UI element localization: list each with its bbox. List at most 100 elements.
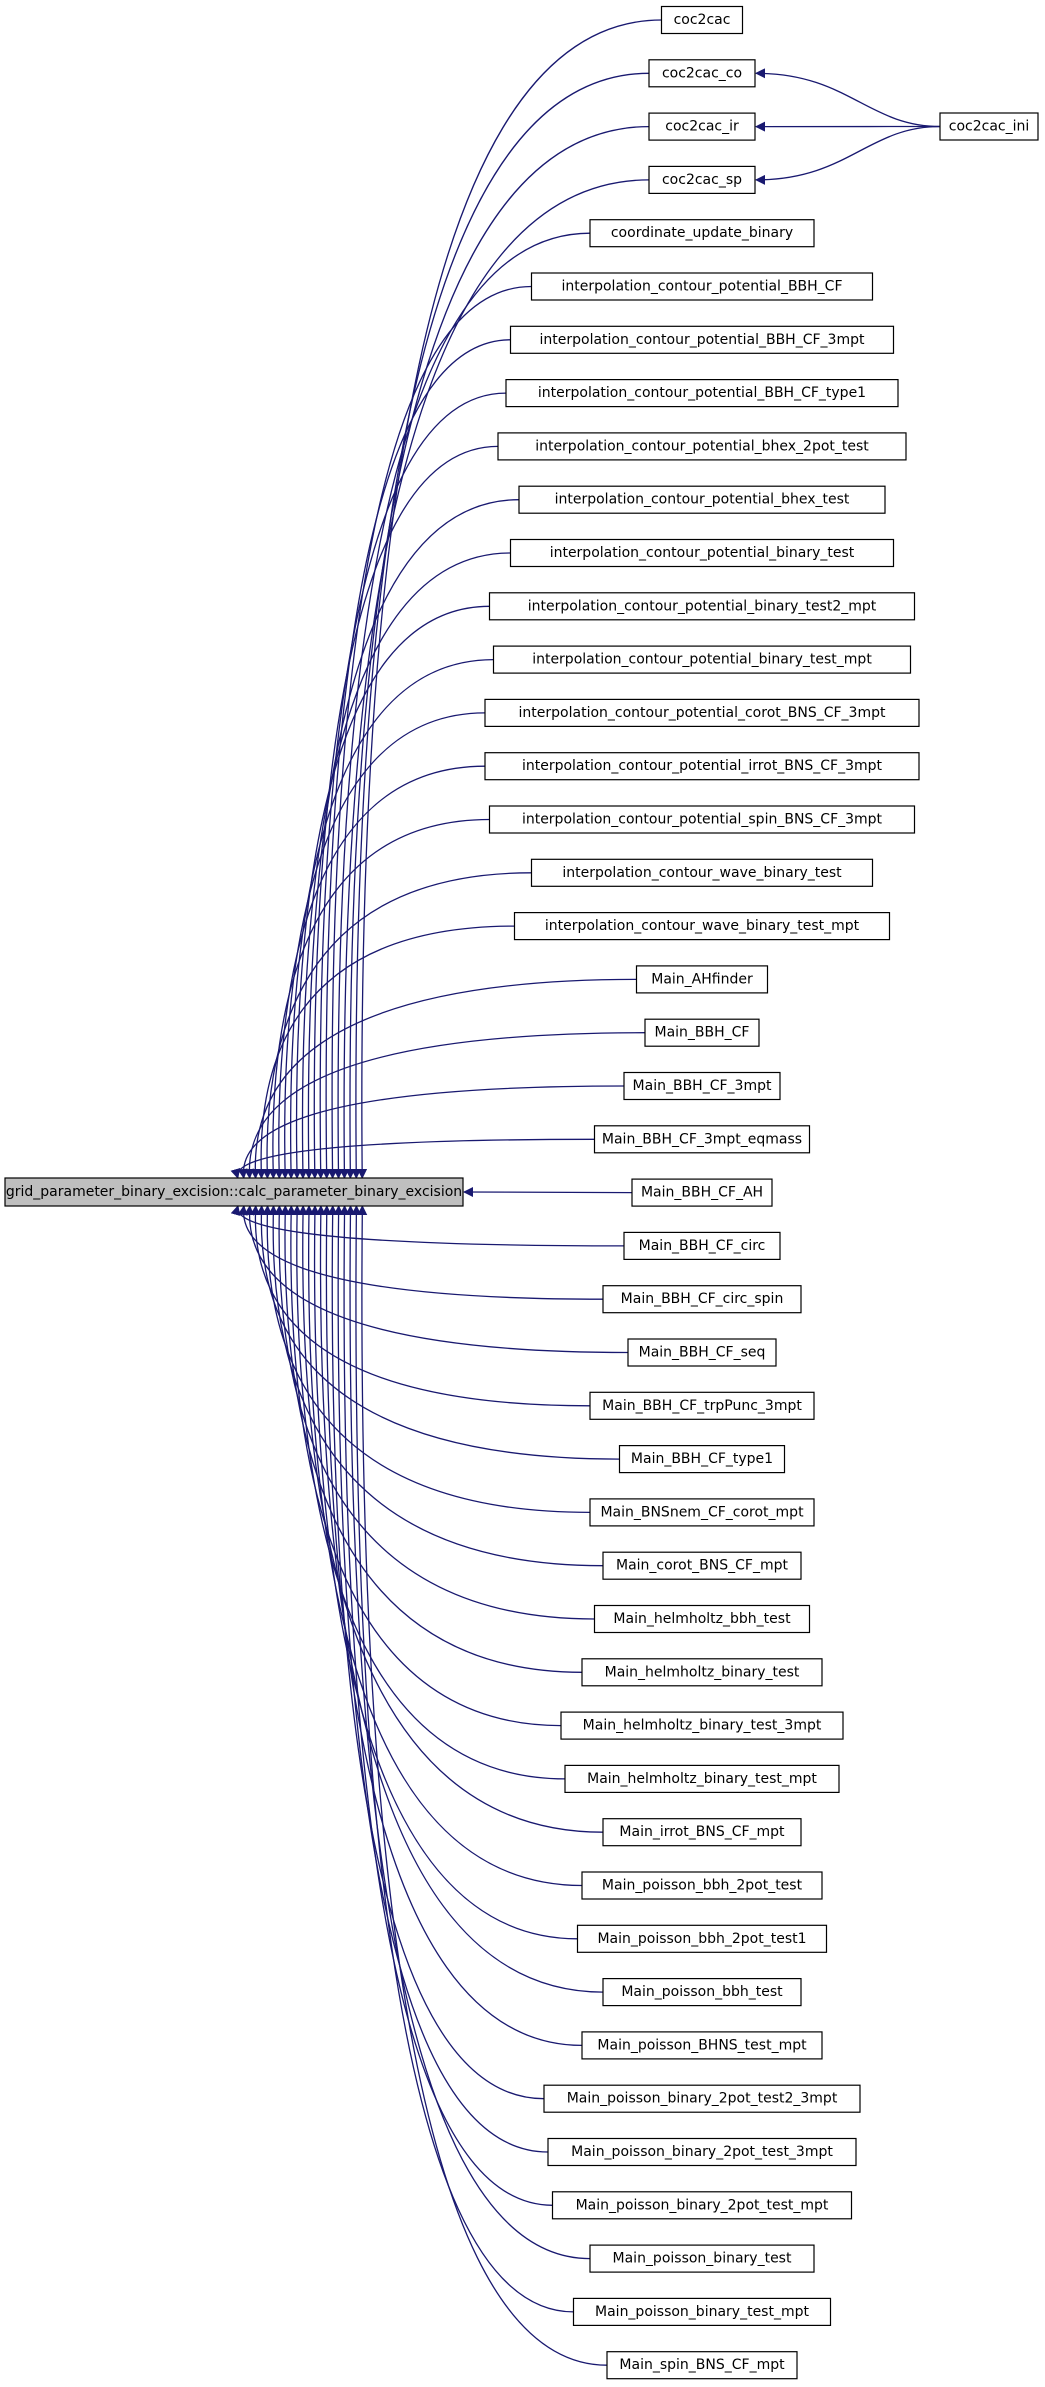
caller-node-label: interpolation_contour_potential_irrot_BN… [522, 758, 883, 774]
caller-node-main-poisson-bbh-2pot-test[interactable]: Main_poisson_bbh_2pot_test [581, 1871, 823, 1900]
caller-node-label: interpolation_contour_wave_binary_test_m… [545, 918, 860, 934]
caller-node-interpolation-contour-potential-binary-test[interactable]: interpolation_contour_potential_binary_t… [509, 538, 895, 568]
edge-main-irrot-bns-cf-mpt-to-root [297, 1205, 604, 1833]
edge-main-corot-bns-cf-mpt-to-root [268, 1205, 604, 1567]
caller-node-label: Main_irrot_BNS_CF_mpt [619, 1824, 785, 1840]
caller-node-label: interpolation_contour_wave_binary_test [562, 865, 842, 881]
caller-node-label: coc2cac [674, 12, 731, 28]
caller-node-interpolation-contour-potential-binary-test-mpt[interactable]: interpolation_contour_potential_binary_t… [492, 645, 912, 674]
caller-node-interpolation-contour-wave-binary-test[interactable]: interpolation_contour_wave_binary_test [530, 858, 874, 887]
caller-node-label: interpolation_contour_potential_BBH_CF_t… [538, 385, 866, 401]
caller-node-main-bbh-cf-3mpt[interactable]: Main_BBH_CF_3mpt [623, 1071, 781, 1101]
caller-node-label: interpolation_contour_potential_bhex_tes… [555, 492, 850, 508]
caller-node-main-poisson-binary-test-mpt[interactable]: Main_poisson_binary_test_mpt [572, 2297, 832, 2326]
caller-node-label: Main_BBH_CF_3mpt_eqmass [602, 1131, 802, 1147]
caller-node-box [631, 1178, 773, 1207]
caller-node-main-poisson-bbh-2pot-test1[interactable]: Main_poisson_bbh_2pot_test1 [576, 1924, 828, 1953]
caller-node-main-helmholtz-bbh-test[interactable]: Main_helmholtz_bbh_test [593, 1604, 811, 1634]
caller-node-box [543, 2084, 861, 2113]
caller-node-main-poisson-binary-test[interactable]: Main_poisson_binary_test [589, 2244, 815, 2273]
caller-node-box [602, 1551, 802, 1580]
caller-node-label: Main_helmholtz_bbh_test [613, 1611, 791, 1627]
caller-node-label: Main_corot_BNS_CF_mpt [616, 1558, 789, 1574]
caller-node-coordinate-update-binary[interactable]: coordinate_update_binary [589, 219, 815, 248]
caller-node-interpolation-contour-potential-bbh-cf-3mpt[interactable]: interpolation_contour_potential_BBH_CF_3… [509, 325, 895, 354]
caller-node-main-ahfinder[interactable]: Main_AHfinder [635, 965, 769, 994]
caller-node-coc2cac[interactable]: coc2cac [660, 5, 744, 35]
caller-node-box [627, 1338, 777, 1367]
caller-node-interpolation-contour-potential-spin-bns-cf-3mpt[interactable]: interpolation_contour_potential_spin_BNS… [488, 805, 916, 834]
caller-node-main-bbh-cf-circ-spin[interactable]: Main_BBH_CF_circ_spin [602, 1285, 802, 1314]
caller-node-label: interpolation_contour_potential_binary_t… [528, 598, 877, 614]
caller-node-box [589, 1498, 815, 1527]
caller-node-label: interpolation_contour_potential_spin_BNS… [522, 812, 883, 828]
caller-node-main-helmholtz-binary-test[interactable]: Main_helmholtz_binary_test [581, 1658, 823, 1687]
caller-node-label: Main_poisson_bbh_2pot_test1 [597, 1931, 806, 1947]
edge-coc2cac-co-to-root [351, 72, 650, 1179]
caller-node-label: Main_BBH_CF_circ_spin [621, 1291, 784, 1307]
caller-node-label: Main_BBH_CF_type1 [631, 1451, 773, 1467]
caller-node-coc2cac-ir[interactable]: coc2cac_ir [648, 112, 756, 141]
caller-node-interpolation-contour-potential-bhex-test[interactable]: interpolation_contour_potential_bhex_tes… [518, 485, 886, 514]
caller-node-main-helmholtz-binary-test-mpt[interactable]: Main_helmholtz_binary_test_mpt [564, 1764, 840, 1794]
caller-node-interpolation-contour-potential-corot-bns-cf-3mpt[interactable]: interpolation_contour_potential_corot_BN… [484, 698, 920, 728]
caller-node-box [492, 645, 912, 674]
caller-node-main-helmholtz-binary-test-3mpt[interactable]: Main_helmholtz_binary_test_3mpt [560, 1711, 844, 1740]
caller-node-coc2cac-co[interactable]: coc2cac_co [648, 59, 756, 88]
caller-node-main-poisson-binary-2pot-test2-3mpt[interactable]: Main_poisson_binary_2pot_test2_3mpt [543, 2084, 861, 2113]
caller-node-label: Main_BBH_CF_AH [641, 1185, 763, 1201]
caller-node-label: Main_poisson_binary_test [613, 2251, 792, 2267]
caller-node-main-poisson-bbh-test[interactable]: Main_poisson_bbh_test [602, 1977, 802, 2007]
caller-node-interpolation-contour-potential-irrot-bns-cf-3mpt[interactable]: interpolation_contour_potential_irrot_BN… [484, 752, 920, 781]
caller-node-main-poisson-binary-2pot-test-3mpt[interactable]: Main_poisson_binary_2pot_test_3mpt [547, 2137, 857, 2167]
second-level-node-label: coc2cac_ini [949, 119, 1030, 135]
root-node-box [4, 1177, 464, 1207]
caller-node-interpolation-contour-potential-bbh-cf-type1[interactable]: interpolation_contour_potential_BBH_CF_t… [505, 379, 899, 408]
caller-node-box [488, 592, 916, 621]
caller-node-box [530, 272, 874, 301]
caller-node-main-bbh-cf-circ[interactable]: Main_BBH_CF_circ [623, 1231, 781, 1261]
caller-node-box [551, 2191, 853, 2220]
caller-node-label: Main_helmholtz_binary_test_mpt [587, 1771, 817, 1787]
edge-main-poisson-binary-test-mpt-to-root [351, 1205, 574, 2313]
caller-node-box [589, 219, 815, 248]
caller-node-main-poisson-binary-2pot-test-mpt[interactable]: Main_poisson_binary_2pot_test_mpt [551, 2191, 853, 2220]
caller-node-label: interpolation_contour_potential_bhex_2po… [535, 438, 869, 454]
caller-node-box [484, 752, 920, 781]
caller-node-main-bbh-cf-3mpt-eqmass[interactable]: Main_BBH_CF_3mpt_eqmass [593, 1125, 811, 1154]
edge-main-ahfinder-to-root [250, 978, 637, 1179]
second-level-node-box [939, 112, 1039, 141]
caller-node-main-irrot-bns-cf-mpt[interactable]: Main_irrot_BNS_CF_mpt [602, 1818, 802, 1847]
caller-node-label: interpolation_contour_potential_binary_t… [532, 652, 872, 668]
caller-node-main-spin-bns-cf-mpt[interactable]: Main_spin_BNS_CF_mpt [606, 2351, 798, 2380]
caller-node-interpolation-contour-wave-binary-test-mpt[interactable]: interpolation_contour_wave_binary_test_m… [513, 911, 891, 941]
edge-interpolation-contour-potential-corot-bns-cf-3mpt-to-root [280, 712, 486, 1179]
caller-node-main-poisson-bhns-test-mpt[interactable]: Main_poisson_BHNS_test_mpt [581, 2031, 823, 2060]
caller-node-box [606, 2351, 798, 2380]
caller-node-main-bnsnem-cf-corot-mpt[interactable]: Main_BNSnem_CF_corot_mpt [589, 1498, 815, 1527]
caller-node-box [484, 698, 920, 728]
caller-node-main-bbh-cf-trppunc-3mpt[interactable]: Main_BBH_CF_trpPunc_3mpt [589, 1391, 815, 1420]
caller-node-interpolation-contour-potential-bbh-cf[interactable]: interpolation_contour_potential_BBH_CF [530, 272, 874, 301]
root-node[interactable]: grid_parameter_binary_excision::calc_par… [4, 1177, 464, 1207]
caller-node-label: interpolation_contour_potential_binary_t… [550, 545, 855, 561]
caller-node-interpolation-contour-potential-binary-test2-mpt[interactable]: interpolation_contour_potential_binary_t… [488, 592, 916, 621]
caller-node-interpolation-contour-potential-bhex-2pot-test[interactable]: interpolation_contour_potential_bhex_2po… [497, 432, 907, 461]
edge-main-bbh-cf-3mpt-to-root [237, 1085, 625, 1179]
caller-node-main-corot-bns-cf-mpt[interactable]: Main_corot_BNS_CF_mpt [602, 1551, 802, 1580]
caller-node-main-bbh-cf-ah[interactable]: Main_BBH_CF_AH [631, 1178, 773, 1207]
edge-second-level-to-coc2cac-sp [755, 125, 941, 185]
caller-node-label: coc2cac_co [662, 65, 742, 81]
caller-node-main-bbh-cf-seq[interactable]: Main_BBH_CF_seq [627, 1338, 777, 1367]
caller-node-box [513, 911, 891, 941]
edge-main-poisson-binary-2pot-test-3mpt-to-root [333, 1205, 549, 2153]
second-level-node[interactable]: coc2cac_ini [939, 112, 1039, 141]
caller-node-box [602, 1818, 802, 1847]
caller-node-label: Main_BBH_CF [655, 1025, 750, 1041]
caller-node-main-bbh-cf[interactable]: Main_BBH_CF [644, 1018, 760, 1047]
caller-node-coc2cac-sp[interactable]: coc2cac_sp [648, 165, 756, 194]
caller-node-label: coordinate_update_binary [611, 225, 793, 241]
caller-node-main-bbh-cf-type1[interactable]: Main_BBH_CF_type1 [618, 1444, 786, 1474]
caller-node-box [497, 432, 907, 461]
